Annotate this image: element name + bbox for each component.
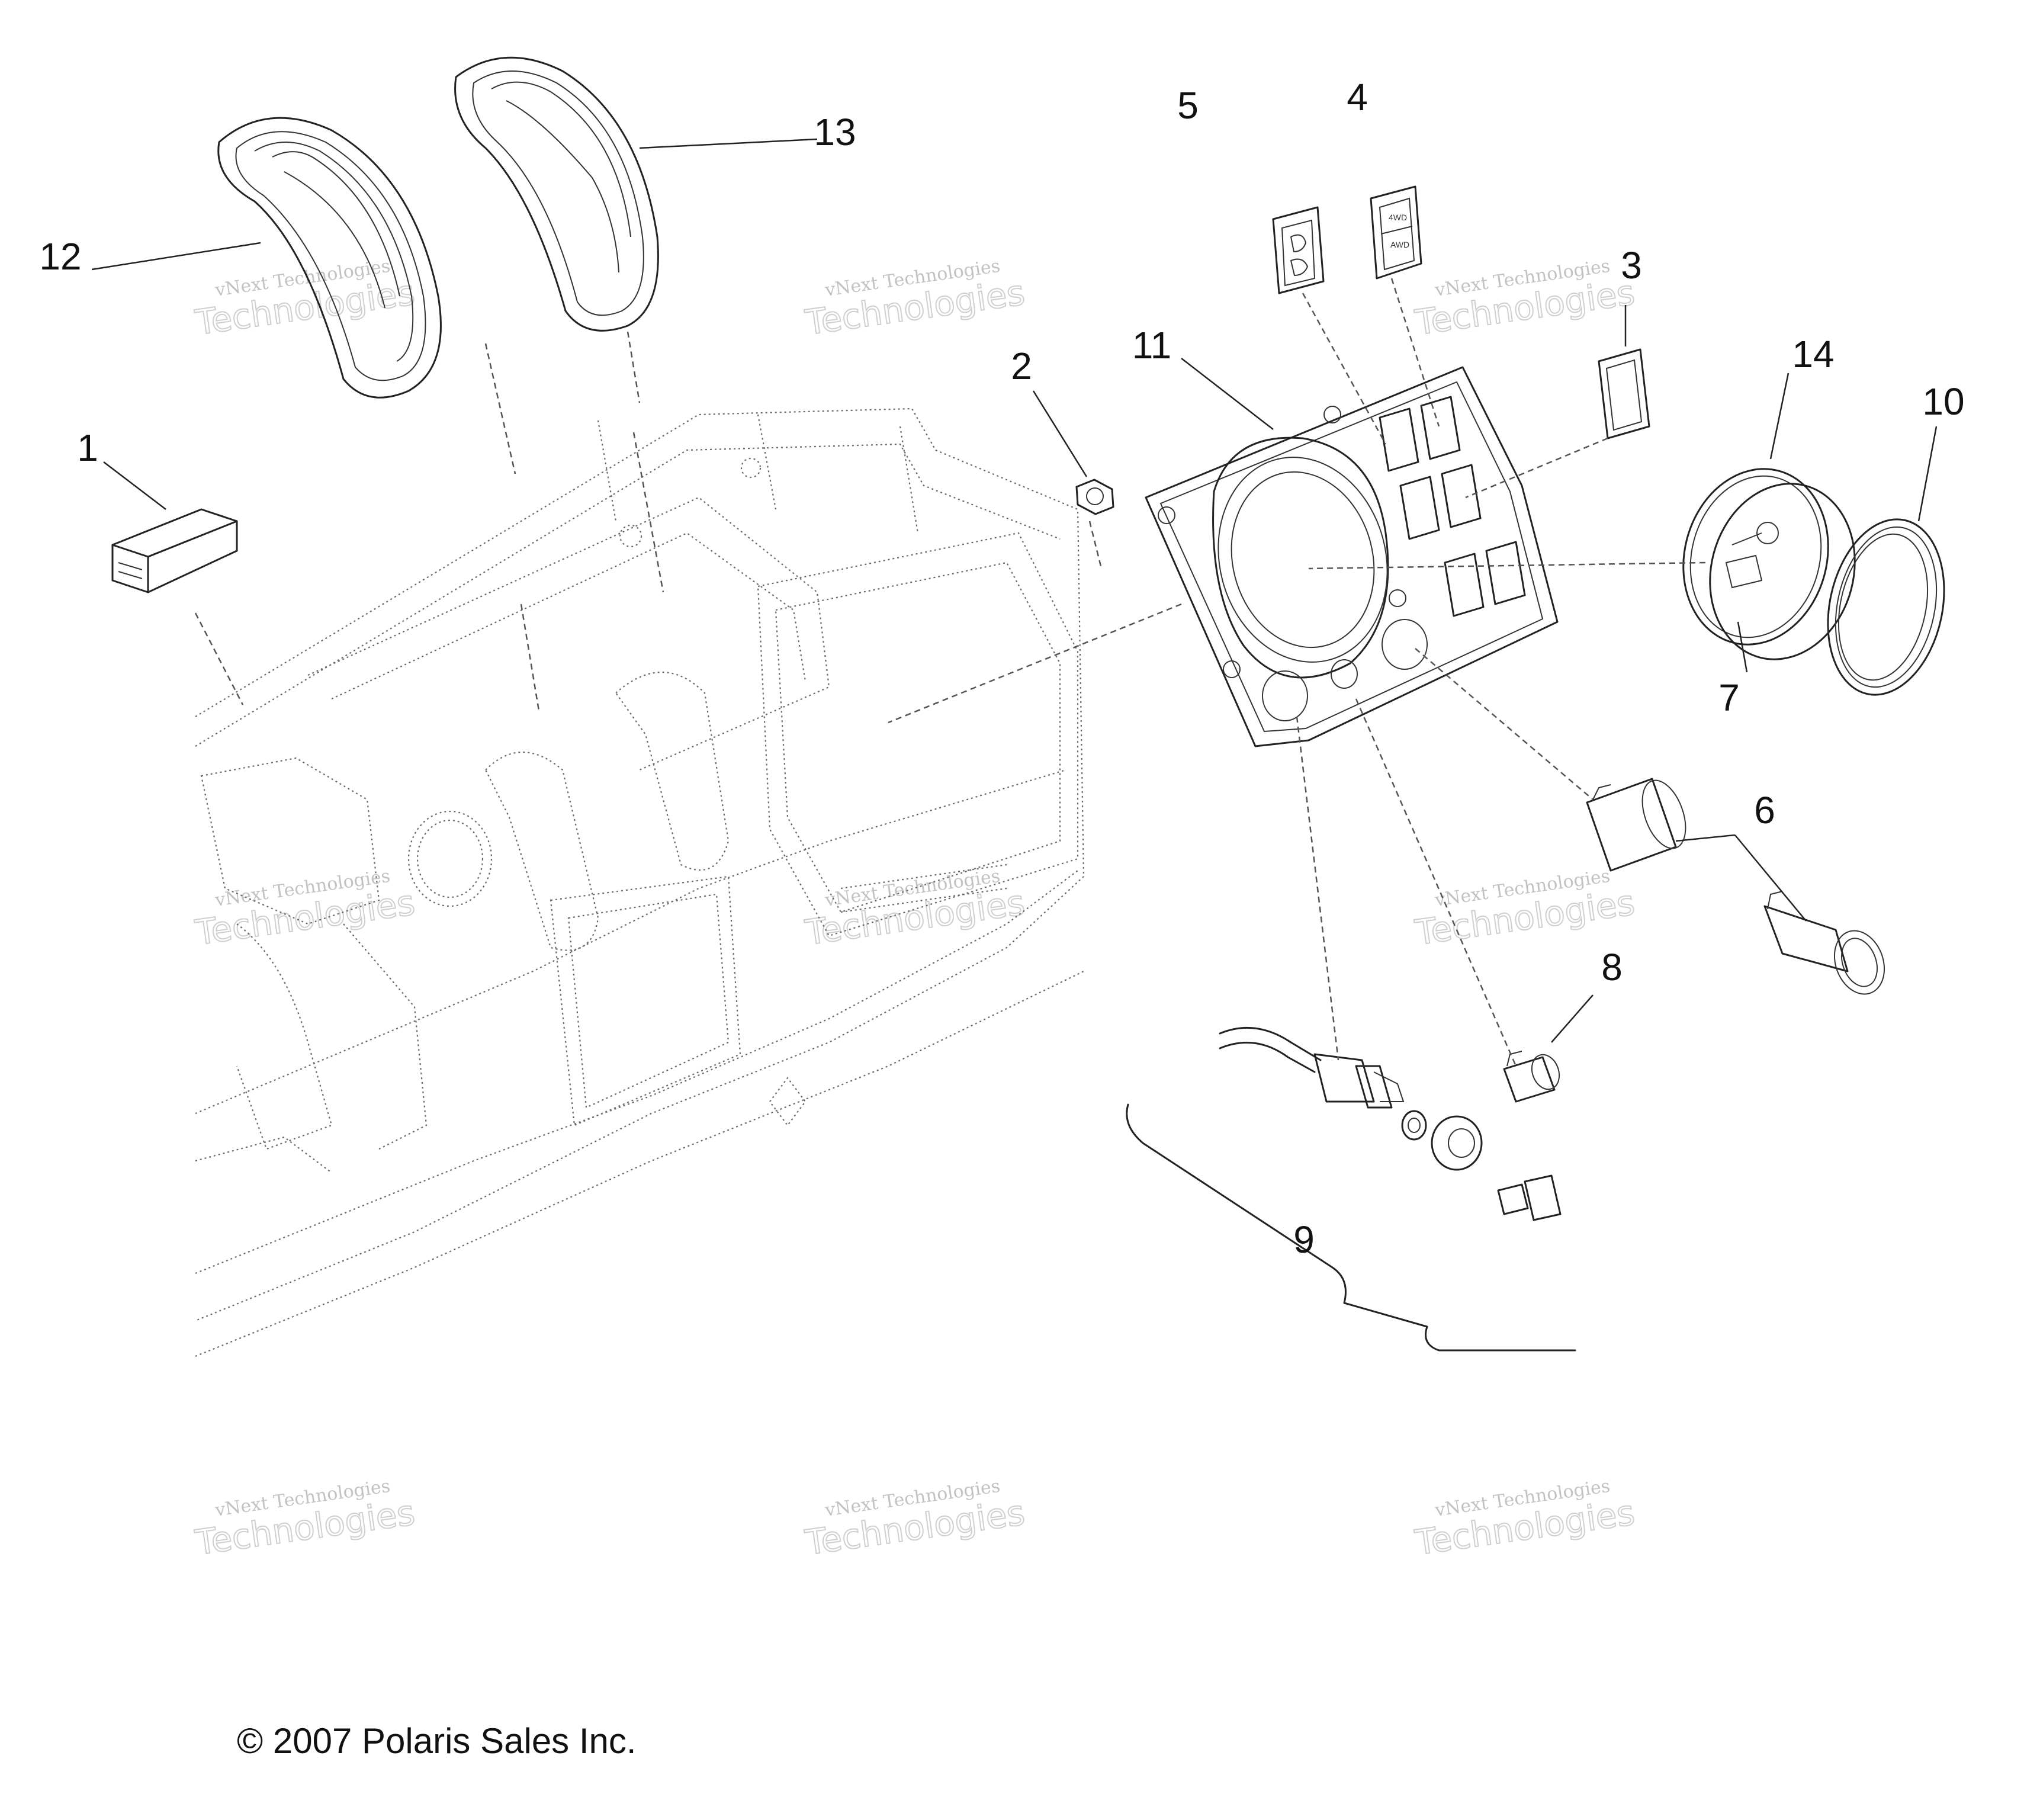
- part-12-grab-handle: [217, 117, 442, 399]
- part-11-instrument-panel: [1145, 366, 1559, 747]
- callout-13: 13: [814, 111, 856, 153]
- callout-7: 7: [1718, 676, 1740, 719]
- copyright-notice: © 2007 Polaris Sales Inc.: [237, 1721, 637, 1761]
- watermarks: vNext Technologies Technologies vNext Te…: [192, 256, 1637, 1564]
- part-4-top-label: 4WD: [1389, 213, 1407, 222]
- leader-lines: [91, 138, 1938, 1067]
- part-13-grab-handle: [454, 56, 659, 332]
- watermark: vNext Technologies Technologies: [802, 256, 1027, 344]
- callout-1: 1: [77, 426, 98, 469]
- part-6-outlet: [1586, 778, 1885, 995]
- callout-4: 4: [1347, 76, 1368, 118]
- part-14-gauge: [1682, 468, 1856, 660]
- callout-10: 10: [1922, 380, 1964, 423]
- callout-8: 8: [1601, 946, 1623, 988]
- callout-14: 14: [1792, 333, 1834, 375]
- callout-9: 9: [1293, 1218, 1315, 1261]
- callout-labels: 1 2 3 4 5 6 7 8 9 10 11 12 13 14: [39, 76, 1964, 1261]
- watermark: vNext Technologies Technologies: [802, 1476, 1027, 1564]
- callout-12: 12: [39, 235, 81, 278]
- part-9-ignition-switch: [1126, 1026, 1576, 1352]
- watermark: vNext Technologies Technologies: [192, 1476, 417, 1564]
- callout-11: 11: [1132, 324, 1171, 367]
- part-8-indicator-light: [1503, 1051, 1560, 1103]
- part-3-plug: [1598, 348, 1650, 439]
- watermark: vNext Technologies Technologies: [192, 256, 417, 344]
- part-1-clip: [111, 508, 238, 593]
- callout-6: 6: [1754, 789, 1775, 832]
- watermark: vNext Technologies Technologies: [192, 866, 417, 954]
- watermark: vNext Technologies Technologies: [1412, 866, 1637, 954]
- callout-3: 3: [1621, 244, 1642, 287]
- callout-2: 2: [1011, 345, 1032, 387]
- dashboard-body: [195, 407, 1085, 1357]
- part-10-bezel-ring: [1827, 518, 1945, 696]
- part-4-switch: 4WD AWD: [1370, 185, 1422, 280]
- part-5-switch: [1272, 206, 1325, 294]
- watermark: vNext Technologies Technologies: [1412, 1476, 1637, 1564]
- callout-5: 5: [1177, 84, 1199, 127]
- part-2-nut: [1075, 479, 1114, 515]
- watermark: vNext Technologies Technologies: [1412, 256, 1637, 344]
- part-4-bottom-label: AWD: [1390, 240, 1409, 249]
- watermark: vNext Technologies Technologies: [802, 866, 1027, 954]
